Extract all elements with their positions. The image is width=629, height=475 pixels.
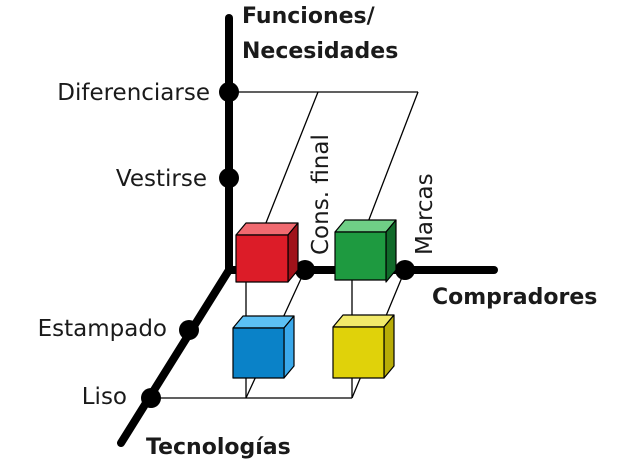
- cube-green: [334, 219, 397, 283]
- tick-dot-marcas: [395, 260, 415, 280]
- horizontal-axis-title: Compradores: [432, 285, 597, 310]
- vertical-axis-title-line1: Funciones/: [242, 4, 376, 29]
- cube-yellow-side: [383, 314, 395, 379]
- cube-blue-side: [283, 315, 295, 379]
- tick-label-liso: Liso: [82, 384, 127, 410]
- tick-label-vestirse: Vestirse: [116, 166, 207, 192]
- cube-yellow: [332, 314, 395, 379]
- cube-green-front: [334, 231, 387, 281]
- cube-red-top: [235, 222, 299, 236]
- cube-green-side: [385, 219, 397, 283]
- tick-dot-liso: [141, 388, 161, 408]
- diagonal-axis-title: Tecnologías: [146, 435, 291, 460]
- tick-dot-diferenciarse: [219, 82, 239, 102]
- tick-label-cons-final: Cons. final: [308, 134, 334, 255]
- tick-label-estampado: Estampado: [38, 316, 167, 342]
- tick-dot-cons-final: [295, 260, 315, 280]
- tick-dot-vestirse: [219, 168, 239, 188]
- cube-red: [235, 222, 299, 283]
- guide-line-cons-final: [257, 91, 319, 244]
- cube-blue: [232, 315, 295, 379]
- vertical-axis-title-line2: Necesidades: [242, 39, 398, 64]
- guide-line-marcas: [359, 91, 419, 244]
- cube-red-front: [235, 234, 289, 283]
- tick-label-marcas: Marcas: [412, 173, 438, 255]
- diagonal-axis: [117, 266, 233, 447]
- cube-blue-front: [232, 327, 285, 379]
- tick-dot-estampado: [179, 320, 199, 340]
- tick-label-diferenciarse: Diferenciarse: [57, 80, 210, 106]
- cube-yellow-front: [332, 326, 385, 379]
